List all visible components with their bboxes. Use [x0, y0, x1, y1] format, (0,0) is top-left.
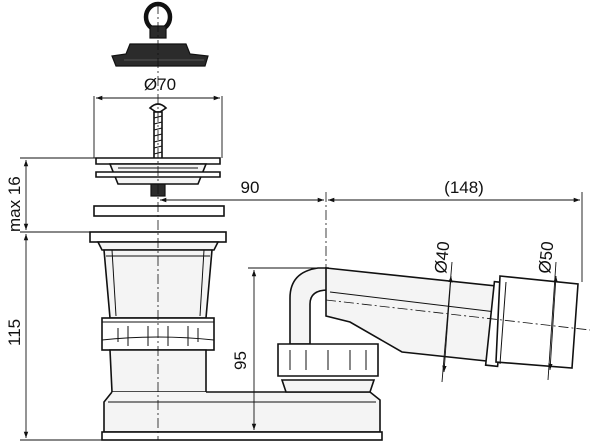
label-diameter-40: Ø40: [431, 240, 453, 274]
label-148: (148): [444, 178, 484, 197]
dimension-115: 115: [5, 234, 102, 441]
stopper-plug: [111, 1, 209, 67]
label-95: 95: [231, 351, 250, 370]
dimension-90: 90: [160, 178, 324, 203]
outlet-elbow: [277, 267, 379, 393]
label-90: 90: [241, 178, 260, 197]
dimension-95: 95: [231, 267, 326, 430]
dimension-diameter-70: Ø70: [93, 75, 223, 158]
siphon-bowl: [101, 349, 383, 441]
dimension-148: (148): [328, 178, 583, 282]
dimension-diameter-50: Ø50: [535, 240, 558, 381]
dimension-max-16: max 16: [5, 157, 96, 233]
seal-ring: [93, 205, 225, 217]
dimension-diameter-40: Ø40: [431, 240, 453, 383]
label-max-16: max 16: [5, 176, 24, 232]
label-diameter-50: Ø50: [535, 240, 557, 274]
outlet-axis: [325, 299, 591, 331]
label-diameter-70: Ø70: [144, 75, 176, 94]
label-115: 115: [5, 319, 24, 346]
